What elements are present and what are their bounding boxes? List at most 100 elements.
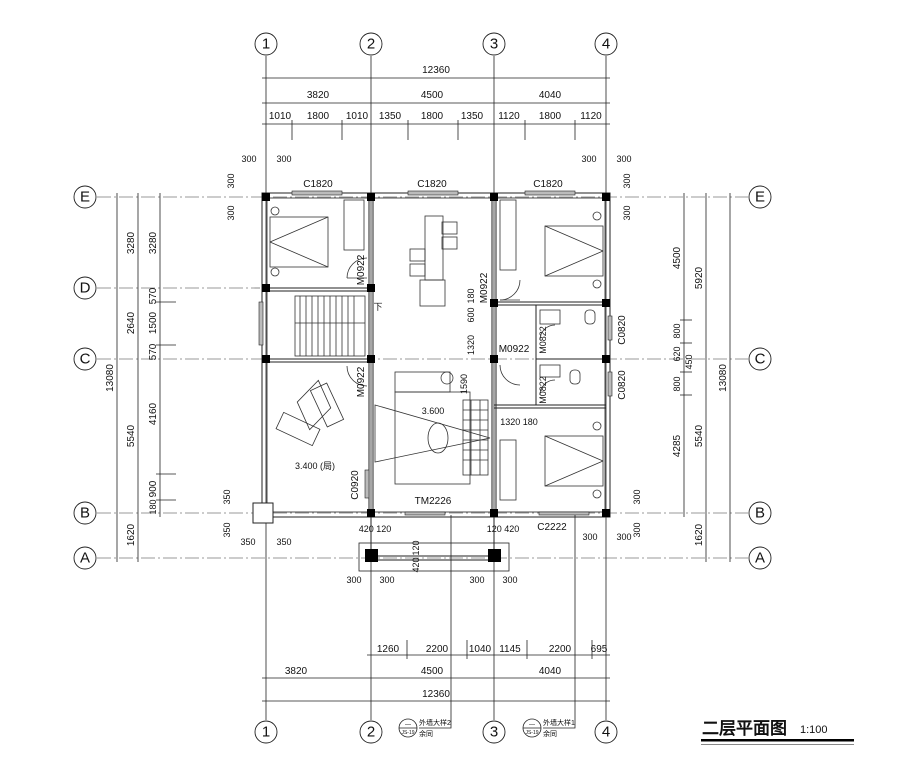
axis-label-A-left: A <box>80 550 90 567</box>
opening-labels: C1820 C1820 C1820 M0922 M0922 M0922 M092… <box>295 179 628 533</box>
window-label-c0920: C0920 <box>350 470 361 500</box>
door-label-tm2226: TM2226 <box>415 496 452 507</box>
dim-top-sub: 1800 <box>539 111 562 122</box>
dim-top-sub: 1120 <box>580 111 602 122</box>
dim-local: 120 <box>411 540 421 555</box>
axis-label-D-left: D <box>80 280 91 297</box>
dim-top-axis: 4040 <box>539 90 562 101</box>
dim-right-sub: 620 <box>672 346 682 361</box>
dim-top-sub: 1800 <box>307 111 330 122</box>
axis-label-3-bottom: 3 <box>490 724 498 741</box>
window-label-c1820: C1820 <box>303 179 333 190</box>
furniture <box>269 199 604 501</box>
axis-label-2-top: 2 <box>367 36 375 53</box>
dim-top-sub: 1350 <box>461 111 484 122</box>
dim-local: 300 <box>616 532 631 542</box>
door-label-m0922: M0922 <box>479 272 490 303</box>
window-label-c2222: C2222 <box>537 522 567 533</box>
axis-bubbles <box>73 32 772 744</box>
dim-local: 300 <box>241 154 256 164</box>
axis-label-B-left: B <box>80 505 90 522</box>
dim-local: 300 <box>469 575 484 585</box>
dim-left-axis: 1620 <box>126 523 137 546</box>
dim-bottom-total: 12360 <box>422 689 450 700</box>
dim-left-axis: 5540 <box>126 424 137 447</box>
dim-left-axis: 2640 <box>126 311 137 334</box>
staircase <box>294 295 366 357</box>
dim-bottom-axis: 4040 <box>539 666 562 677</box>
dim-local: 350 <box>276 537 291 547</box>
dim-bottom-sub: 1260 <box>377 644 400 655</box>
axis-label-C-left: C <box>80 351 91 368</box>
dim-local: 420 <box>411 557 421 572</box>
dimension-texts: 12360 3820 4500 4040 1010 1800 1010 1350… <box>105 65 729 700</box>
axis-label-E-left: E <box>80 189 90 206</box>
dim-right-sub: 4500 <box>672 246 683 269</box>
dim-right-axis: 5540 <box>694 424 705 447</box>
door-label-m0922: M0922 <box>356 254 367 285</box>
dim-left-sub: 1500 <box>148 311 159 334</box>
dim-top-axis: 4500 <box>421 90 444 101</box>
dim-top-sub: 1350 <box>379 111 402 122</box>
dim-local: 350 <box>222 522 232 537</box>
drawing-title: 二层平面图 1:100 <box>701 719 854 745</box>
dim-right-axis: 5920 <box>694 266 705 289</box>
dim-local: 300 <box>581 154 596 164</box>
dim-local: 300 <box>276 154 291 164</box>
dim-local: 1320 <box>466 335 476 355</box>
axis-label-1-bottom: 1 <box>262 724 270 741</box>
stair-down-label: 下 <box>373 302 382 312</box>
door-label-m0922: M0922 <box>356 366 367 397</box>
dim-bottom-sub: 1040 <box>469 644 492 655</box>
detail-title: 外墙大样1 <box>543 718 575 727</box>
grid-axes <box>97 56 748 720</box>
level-living: 3.600 <box>422 406 445 416</box>
dim-top-sub: 1120 <box>498 111 520 122</box>
detail-bottom: JS-19 <box>525 730 538 736</box>
dim-local: 600 <box>466 307 476 322</box>
dim-bottom-sub: 2200 <box>549 644 572 655</box>
dim-bottom-axis: 3820 <box>285 666 308 677</box>
door-label-m0822: M0822 <box>538 326 548 354</box>
dim-left-sub: 570 <box>148 287 159 304</box>
detail-note: 余同 <box>543 729 557 738</box>
dim-left-axis: 3280 <box>126 231 137 254</box>
axis-label-C-right: C <box>755 351 766 368</box>
dim-left-sub: 180 <box>148 499 158 514</box>
window-label-c0820: C0820 <box>617 370 628 400</box>
dim-local: 1320 180 <box>500 417 538 427</box>
dim-local: 300 <box>622 205 632 220</box>
dimension-lines <box>116 77 731 702</box>
dim-right-total: 13080 <box>718 364 729 392</box>
dim-local: 300 <box>582 532 597 542</box>
dim-local: 300 <box>502 575 517 585</box>
window-label-c1820: C1820 <box>417 179 447 190</box>
window-label-c0820: C0820 <box>617 315 628 345</box>
door-label-m0922: M0922 <box>499 344 530 355</box>
axis-label-4-top: 4 <box>602 36 610 53</box>
dim-bottom-sub: 2200 <box>426 644 449 655</box>
dim-local: 300 <box>616 154 631 164</box>
dim-right-sub: 4285 <box>672 434 683 457</box>
title-text: 二层平面图 <box>702 719 787 738</box>
dim-local: 300 <box>632 522 642 537</box>
dim-bottom-sub: 695 <box>591 644 608 655</box>
detail-callout-2: — JS-19 外墙大样2 余同 <box>398 515 452 738</box>
dim-top-sub: 1800 <box>421 111 444 122</box>
dim-left-total: 13080 <box>105 364 116 392</box>
dim-left-sub: 3280 <box>148 231 159 254</box>
dim-local: 300 <box>622 173 632 188</box>
dim-local: 300 <box>346 575 361 585</box>
dim-right-axis: 1620 <box>694 523 705 546</box>
dim-right-sub: 450 <box>684 354 694 369</box>
doors <box>346 257 556 396</box>
windows <box>258 190 613 516</box>
axis-labels: 1 2 3 4 1 2 3 4 E D C B A E C B A <box>80 36 766 741</box>
dim-local: 180 <box>466 288 476 303</box>
axis-label-4-bottom: 4 <box>602 724 610 741</box>
dim-local: 120 420 <box>487 524 520 534</box>
dim-left-sub: 570 <box>148 343 159 360</box>
dim-bottom-axis: 4500 <box>421 666 444 677</box>
